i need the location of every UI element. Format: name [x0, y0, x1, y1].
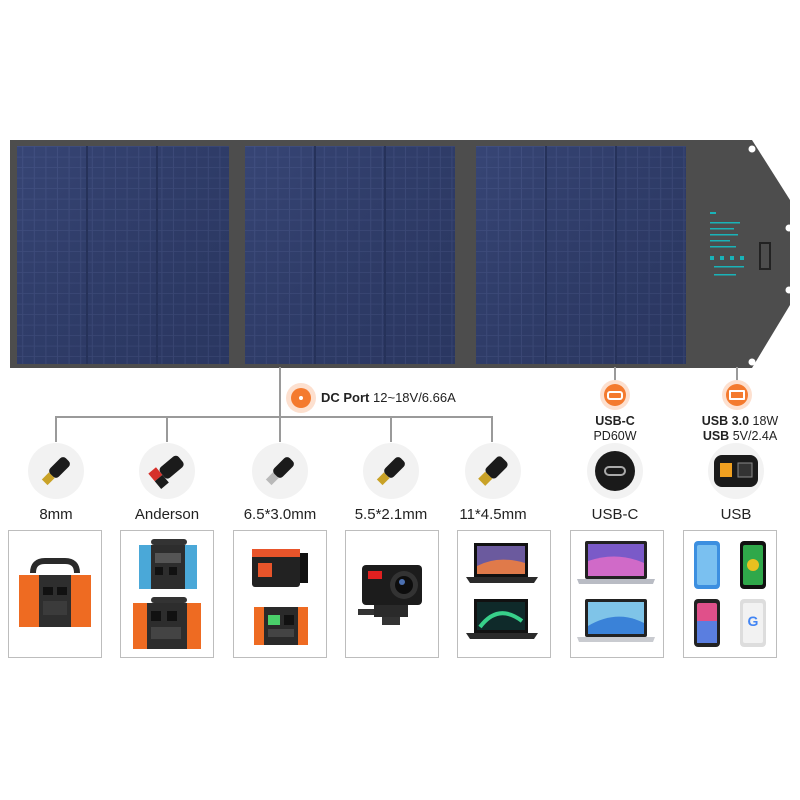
solar-cell-panel-2 [245, 146, 455, 364]
device-card-smartphones: G [683, 530, 777, 658]
dc-drop-1 [55, 416, 57, 442]
usbc-line [614, 367, 616, 382]
connector-label: Anderson [134, 506, 200, 523]
usb-c-spec-line2: PD60W [593, 429, 637, 443]
device-card-laptops [457, 530, 551, 658]
barrel-plug-icon [41, 457, 70, 486]
dc-drop-2 [166, 416, 168, 442]
device-card-power-station [8, 530, 102, 658]
device-card-power-stations [120, 530, 214, 658]
barrel-plug-icon [478, 456, 508, 486]
anderson-plug-icon [148, 455, 184, 489]
barrel-plug-icon [265, 457, 294, 486]
connector-5-5x2-1mm [363, 443, 419, 499]
power-station-image [19, 558, 91, 627]
dc-port-icon [286, 383, 316, 413]
device-card-action-camera [345, 530, 439, 658]
dc-port-title: DC Port [321, 390, 370, 405]
laptops-image [466, 543, 538, 639]
connector-6-5x3-0mm [252, 443, 308, 499]
connector-usb [708, 443, 764, 499]
connector-11x4-5mm [465, 443, 521, 499]
dc-drop-4 [390, 416, 392, 442]
dc-drop-3 [279, 416, 281, 442]
connector-usb-c [587, 443, 643, 499]
power-banks-image [252, 549, 308, 645]
grommet [748, 358, 756, 366]
connector-label: 8mm [39, 506, 73, 523]
usb-c-port-spec: USB-C PD60W [575, 414, 655, 444]
usb-line [736, 367, 738, 382]
device-card-power-banks [233, 530, 327, 658]
dc-port-label: DC Port 12~18V/6.66A [321, 390, 456, 405]
usb-port-icon [714, 455, 758, 487]
usb-c-port-icon [595, 451, 635, 491]
grommet [785, 224, 793, 232]
macbooks-image [577, 541, 655, 642]
usb-port-spec: USB 3.0 18W USB 5V/2.4A [690, 414, 790, 444]
dc-port-spec: 12~18V/6.66A [373, 390, 456, 405]
usb-spec-line1-rest: 18W [749, 414, 779, 428]
usb-spec-line2-rest: 5V/2.4A [729, 429, 778, 443]
connector-label: USB [720, 506, 752, 523]
solar-cell-panel-3 [476, 146, 686, 364]
svg-text:G: G [748, 613, 759, 629]
usb-spec-line1-bold: USB 3.0 [701, 414, 750, 428]
dc-branch-line [55, 416, 493, 418]
connector-label: 6.5*3.0mm [243, 506, 317, 523]
junction-box-label [710, 212, 771, 276]
usb-c-port-icon [600, 380, 630, 410]
dc-port-line [279, 367, 281, 417]
grommet [785, 286, 793, 294]
grommet [748, 145, 756, 153]
connector-8mm [28, 443, 84, 499]
power-stations-image [133, 539, 201, 649]
connector-label: USB-C [591, 506, 639, 523]
smartphones-image: G [694, 541, 766, 647]
dc-drop-5 [491, 416, 493, 442]
solar-panel [10, 140, 793, 368]
usb-a-port-icon [722, 380, 752, 410]
connector-label: 5.5*2.1mm [354, 506, 428, 523]
usb-spec-line2-bold: USB [702, 429, 730, 443]
usb-c-spec-line1: USB-C [595, 414, 635, 428]
connector-label: 11*4.5mm [459, 506, 527, 523]
connector-anderson [139, 443, 195, 499]
solar-cell-panel-1 [17, 146, 229, 364]
action-camera-image [358, 565, 422, 625]
device-card-macbooks [570, 530, 664, 658]
barrel-plug-icon [376, 457, 405, 486]
